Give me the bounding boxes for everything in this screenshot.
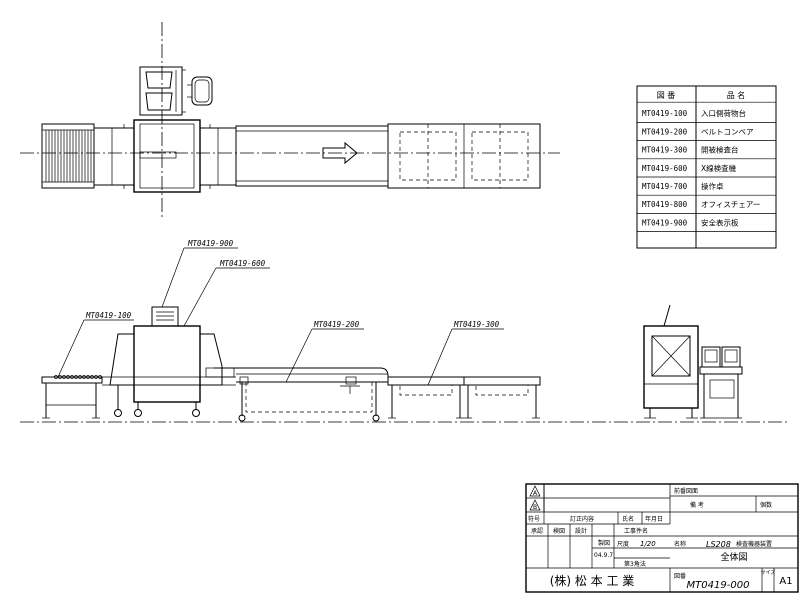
- parts-row-code: MT0419-600: [642, 164, 688, 173]
- roller-circle: [74, 375, 78, 379]
- roller-circle: [54, 375, 58, 379]
- parts-row-name: 開被検査台: [701, 145, 739, 155]
- entry-table-plan: [41, 123, 95, 189]
- callout-100: MT0419-100: [85, 311, 132, 320]
- parts-row-code: MT0419-300: [642, 146, 688, 155]
- callout-300: MT0419-300: [453, 320, 500, 329]
- inspection-table-plan: [387, 123, 541, 189]
- parts-row-name: 安全表示板: [701, 217, 739, 227]
- count-label: 個数: [760, 501, 772, 509]
- office-chair-plan: [187, 76, 213, 106]
- parts-row-code: MT0419-900: [642, 218, 688, 227]
- projection-label: 第3角法: [624, 560, 646, 568]
- roller-circle: [70, 375, 74, 379]
- callout-600: MT0419-600: [219, 259, 266, 268]
- parts-header-name: 品 名: [727, 90, 746, 100]
- roller-circle: [86, 375, 90, 379]
- plan-view: [20, 22, 560, 220]
- roller-circle: [90, 375, 94, 379]
- scale-value: 1/20: [640, 540, 656, 548]
- date-value: 04.9.7: [594, 552, 613, 559]
- inspection-table-side: [387, 376, 541, 419]
- parts-row-name: 入口側荷物台: [701, 108, 746, 118]
- belt-conveyor-plan: [235, 125, 389, 187]
- callouts: MT0419-900 MT0419-600 MT0419-100 MT0419-…: [57, 239, 504, 386]
- roller-circle: [66, 375, 70, 379]
- parts-row-code: MT0419-100: [642, 109, 688, 118]
- parts-row-name: 操作卓: [701, 181, 724, 191]
- parts-row-name: X線検査機: [701, 163, 737, 173]
- xray-machine-front: [643, 304, 699, 419]
- company-name: (株) 松 本 工 業: [550, 573, 635, 588]
- rev-mark-b: B: [533, 504, 537, 511]
- parts-row-name: オフィスチェアー: [701, 200, 760, 209]
- name-col-label: 氏名: [622, 515, 634, 523]
- parts-row-code: MT0419-800: [642, 200, 688, 209]
- model-value: LS208: [706, 540, 731, 549]
- approve-label: 承認: [531, 527, 543, 535]
- title-block: A B 前番図面 備 考 個数 符号 訂正内容 氏名 年月日 承認 検図 設計 …: [525, 483, 799, 593]
- drawing-title: 全体図: [720, 551, 747, 563]
- entry-table-side: [41, 375, 103, 419]
- belt-conveyor-side: [214, 367, 389, 422]
- roller-circle: [78, 375, 82, 379]
- size-value: A1: [779, 576, 792, 587]
- inspect-label: 検図: [553, 527, 565, 535]
- roller-circle: [62, 375, 66, 379]
- parts-header-code: 図 番: [657, 90, 676, 100]
- roller-circle: [94, 375, 98, 379]
- remarks-label: 備 考: [690, 501, 704, 509]
- drawing-no-label: 図番: [674, 573, 686, 580]
- parts-row-name: ベルトコンベア: [701, 127, 754, 136]
- model-desc: 検査機器装置: [736, 540, 772, 548]
- roller-circle: [58, 375, 62, 379]
- rev-mark-a: A: [533, 490, 538, 497]
- roller-circle: [82, 375, 86, 379]
- prev-drawing-label: 前番図面: [674, 487, 698, 495]
- parts-list-table: 図 番 品 名 MT0419-100 入口側荷物台 MT0419-200 ベルトコンベ…: [636, 85, 777, 249]
- size-label: サイズ: [761, 569, 776, 576]
- design-label: 設計: [575, 527, 587, 535]
- draft-label: 製図: [598, 539, 610, 547]
- work-no-label: 工事件名: [624, 527, 648, 535]
- roller-circle: [98, 375, 102, 379]
- date-col-label: 年月日: [645, 515, 663, 523]
- xray-machine-plan: [93, 119, 237, 193]
- safety-sign-board: [151, 306, 179, 327]
- parts-row-code: MT0419-200: [642, 127, 688, 136]
- revision-triangle-a: [529, 485, 541, 497]
- name-label: 名称: [674, 540, 686, 548]
- callout-200: MT0419-200: [313, 320, 360, 329]
- scale-label: 尺度: [617, 540, 629, 548]
- xray-machine-side: [102, 306, 236, 417]
- callout-900: MT0419-900: [187, 239, 234, 248]
- control-desk-front: [699, 346, 743, 419]
- revision-label: 訂正内容: [570, 515, 594, 523]
- symbol-label: 符号: [528, 515, 540, 523]
- side-view: MT0419-900 MT0419-600 MT0419-100 MT0419-…: [20, 239, 790, 423]
- conveyor-direction-arrow: [322, 141, 358, 165]
- revision-triangle-b: [529, 499, 541, 511]
- parts-row-code: MT0419-700: [642, 182, 688, 191]
- control-desk-plan: [139, 66, 186, 116]
- drawing-no: MT0419-000: [687, 580, 750, 591]
